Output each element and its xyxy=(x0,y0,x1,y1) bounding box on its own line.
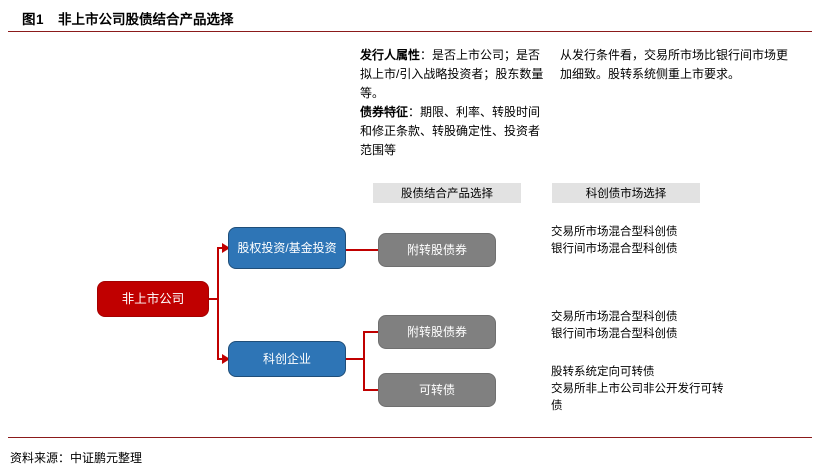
column-header-products-label: 股债结合产品选择 xyxy=(401,188,493,200)
note-market-conditions: 从发行条件看，交易所市场比银行间市场更加细致。股转系统侧重上市要求。 xyxy=(560,46,790,84)
connector-root-stub xyxy=(209,298,219,300)
market-options-2-line1: 交易所市场混合型科创债 xyxy=(551,311,678,323)
node-product-convertible-bond[interactable]: 可转债 xyxy=(378,373,496,407)
page-title: 图1 非上市公司股债结合产品选择 xyxy=(22,8,234,28)
note-body-issuer: ：是否上市公司；是否拟上市/引入战略投资者；股东数量等。 xyxy=(360,48,544,100)
column-header-markets: 科创债市场选择 xyxy=(552,183,700,203)
node-product-convertible-attached-1[interactable]: 附转股债券 xyxy=(378,233,496,267)
column-header-markets-label: 科创债市场选择 xyxy=(585,188,667,200)
note-body-market: 从发行条件看，交易所市场比银行间市场更加细致。股转系统侧重上市要求。 xyxy=(560,48,789,81)
market-options-1: 交易所市场混合型科创债 银行间市场混合型科创债 xyxy=(551,224,731,258)
connector-branch2-trunk xyxy=(363,331,365,390)
market-options-1-line1: 交易所市场混合型科创债 xyxy=(551,226,678,238)
arrow-to-branch1-icon xyxy=(222,243,230,253)
note-issuer-attributes: 发行人属性：是否上市公司；是否拟上市/引入战略投资者；股东数量等。 债券特征：期… xyxy=(360,46,546,160)
source-note: 资料来源：中证鹏元整理 xyxy=(10,451,143,465)
connector-root-trunk xyxy=(217,247,219,359)
market-options-3-line2: 交易所非上市公司非公开发行可转债 xyxy=(551,383,724,412)
market-options-3-line1: 股转系统定向可转债 xyxy=(551,366,655,378)
note-heading-bond: 债券特征 xyxy=(360,105,409,119)
connector-branch2-to-product3 xyxy=(363,389,378,391)
node-product2-label: 附转股债券 xyxy=(406,325,467,339)
connector-branch2-to-product2 xyxy=(363,331,378,333)
market-options-1-line2: 银行间市场混合型科创债 xyxy=(551,243,678,255)
node-equity-investment-fund[interactable]: 股权投资/基金投资 xyxy=(228,227,346,269)
market-options-3: 股转系统定向可转债 交易所非上市公司非公开发行可转债 xyxy=(551,364,731,415)
node-product3-label: 可转债 xyxy=(418,383,455,397)
figure-number: 图1 xyxy=(22,12,45,27)
node-branch2-label: 科创企业 xyxy=(262,352,311,366)
footer-divider xyxy=(8,437,812,438)
market-options-2-line2: 银行间市场混合型科创债 xyxy=(551,328,678,340)
column-header-products: 股债结合产品选择 xyxy=(373,183,521,203)
figure-title-text: 非上市公司股债结合产品选择 xyxy=(58,12,234,27)
note-heading-issuer: 发行人属性 xyxy=(360,48,421,62)
connector-branch2-stub xyxy=(346,358,364,360)
note-body-bond: ：期限、利率、转股时间和修正条款、转股确定性、投资者范围等 xyxy=(360,105,541,157)
node-product1-label: 附转股债券 xyxy=(406,243,467,257)
connector-branch1-to-product1 xyxy=(346,249,378,251)
node-root-non-listed-company[interactable]: 非上市公司 xyxy=(97,281,209,317)
node-branch1-label: 股权投资/基金投资 xyxy=(237,241,337,255)
node-root-label: 非上市公司 xyxy=(121,292,185,306)
node-tech-innovation-enterprise[interactable]: 科创企业 xyxy=(228,341,346,377)
arrow-to-branch2-icon xyxy=(222,354,230,364)
node-product-convertible-attached-2[interactable]: 附转股债券 xyxy=(378,315,496,349)
market-options-2: 交易所市场混合型科创债 银行间市场混合型科创债 xyxy=(551,309,731,343)
title-divider xyxy=(8,31,812,32)
